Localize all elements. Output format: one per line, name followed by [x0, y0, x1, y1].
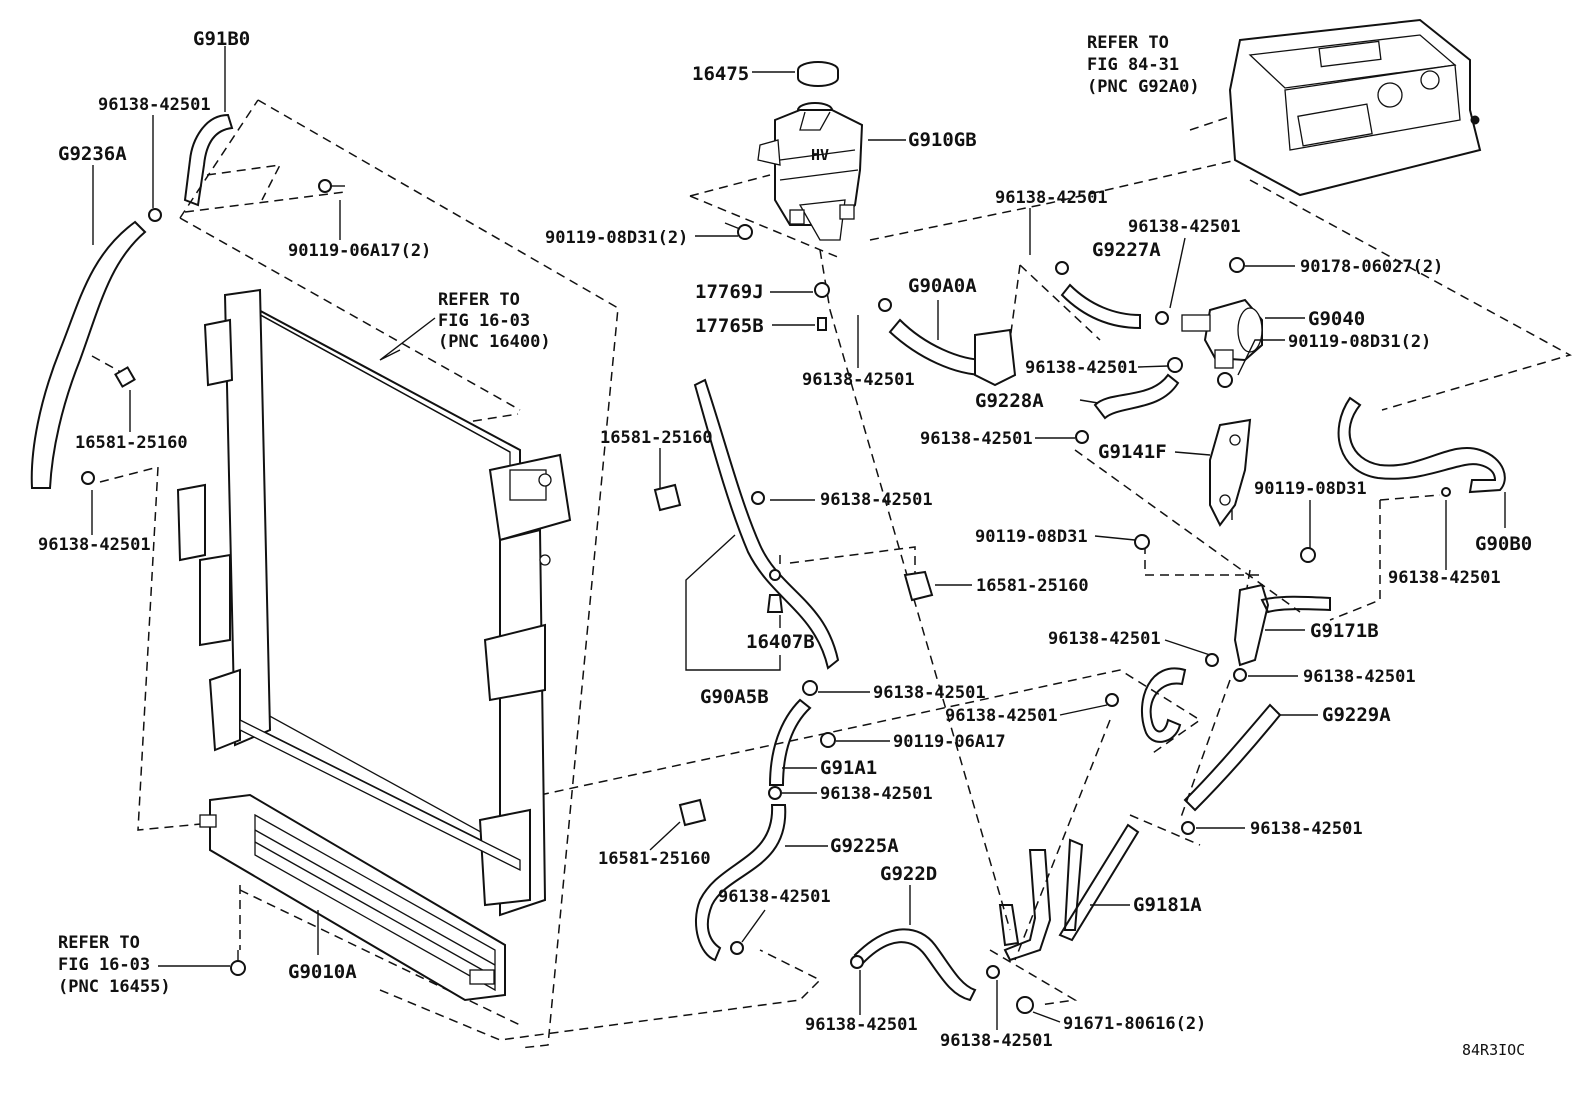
- label-clamp-g91a1-bottom[interactable]: 96138-42501: [820, 784, 933, 804]
- label-clamp-g9141[interactable]: 96138-42501: [920, 429, 1033, 449]
- label-refer-1603-b-l3: (PNC 16455): [58, 977, 171, 997]
- label-refer-8431-l1: REFER TO: [1087, 33, 1169, 53]
- label-g9040[interactable]: G9040: [1308, 308, 1365, 330]
- small-fittings: [81, 179, 1451, 1014]
- label-g9225a[interactable]: G9225A: [830, 835, 899, 857]
- tank-hv-mark: HV: [811, 146, 829, 164]
- label-g91b0[interactable]: G91B0: [193, 28, 250, 50]
- label-g9010a[interactable]: G9010A: [288, 961, 357, 983]
- inverter-assembly: [1228, 18, 1482, 197]
- label-clamp-g9225[interactable]: 96138-42501: [718, 887, 831, 907]
- label-refer-1603-b-l2[interactable]: FIG 16-03: [58, 955, 150, 975]
- lower-radiator-g9010a: [199, 793, 506, 1002]
- label-clamp-tank[interactable]: 96138-42501: [802, 370, 915, 390]
- bracket-g9141f: [1209, 418, 1252, 527]
- water-pump-g9040: [1181, 298, 1263, 369]
- label-g90a0a[interactable]: G90A0A: [908, 275, 977, 297]
- label-clamp-loop[interactable]: 96138-42501: [945, 706, 1058, 726]
- label-g9171b[interactable]: G9171B: [1310, 620, 1379, 642]
- part-labels: G91B0 96138-42501 G9236A 90119-06A17(2) …: [38, 28, 1532, 1059]
- label-g9141f[interactable]: G9141F: [1098, 441, 1167, 463]
- label-refer-8431-l2[interactable]: FIG 84-31: [1087, 55, 1179, 75]
- label-clamp-g9229[interactable]: 96138-42501: [1250, 819, 1363, 839]
- label-refer-1603-a-l2[interactable]: FIG 16-03: [438, 311, 530, 331]
- label-refer-1603-a-l1: REFER TO: [438, 290, 520, 310]
- label-clip-16581-mid[interactable]: 16581-25160: [976, 576, 1089, 596]
- label-clip-left[interactable]: 16581-25160: [75, 433, 188, 453]
- diagram-code: 84R3IOC: [1462, 1041, 1525, 1059]
- label-g9236a[interactable]: G9236A: [58, 143, 127, 165]
- label-clip-center[interactable]: 16581-25160: [600, 428, 713, 448]
- label-bolt-08d31-b[interactable]: 90119-08D31: [975, 527, 1088, 547]
- label-refer-1603-b-l1: REFER TO: [58, 933, 140, 953]
- label-g922d[interactable]: G922D: [880, 863, 937, 885]
- label-plug-17765b[interactable]: 17765B: [695, 315, 764, 337]
- label-clamp-g91a1-top[interactable]: 96138-42501: [873, 683, 986, 703]
- label-g91a1[interactable]: G91A1: [820, 757, 877, 779]
- label-clamp-mid-right[interactable]: 96138-42501: [1025, 358, 1138, 378]
- label-clamp-center[interactable]: 96138-42501: [820, 490, 933, 510]
- label-cap-16475[interactable]: 16475: [692, 63, 749, 85]
- label-bolt-08d31-2-a[interactable]: 90119-08D31(2): [545, 228, 688, 248]
- label-clamp-bottom-a[interactable]: 96138-42501: [805, 1015, 918, 1035]
- label-bolt-08d31-2-b[interactable]: 90119-08D31(2): [1288, 332, 1431, 352]
- label-clamp-g9227-left[interactable]: 96138-42501: [995, 188, 1108, 208]
- radiator-assembly: [176, 288, 572, 917]
- label-bolt-06a17-2[interactable]: 90119-06A17(2): [288, 241, 431, 261]
- label-bolt-08d31-a[interactable]: 90119-08D31: [1254, 479, 1367, 499]
- label-clamp-g9171-right[interactable]: 96138-42501: [1303, 667, 1416, 687]
- label-bolt-80616-2[interactable]: 91671-80616(2): [1063, 1014, 1206, 1034]
- leader-lines: [91, 46, 1506, 1030]
- label-refer-1603-a-l3: (PNC 16400): [438, 332, 551, 352]
- label-g90b0[interactable]: G90B0: [1475, 533, 1532, 555]
- hoses: [30, 113, 1506, 1002]
- label-plug-17769j[interactable]: 17769J: [695, 281, 764, 303]
- reservoir-tank-g910gb: HV: [757, 61, 864, 241]
- label-clamp-bottom-b[interactable]: 96138-42501: [940, 1031, 1053, 1051]
- label-clip-lower[interactable]: 16581-25160: [598, 849, 711, 869]
- label-clamp-top-left[interactable]: 96138-42501: [98, 95, 211, 115]
- label-g90a5b[interactable]: G90A5B: [700, 686, 769, 708]
- label-nut-06027-2[interactable]: 90178-06027(2): [1300, 257, 1443, 277]
- label-g9181a[interactable]: G9181A: [1133, 894, 1202, 916]
- label-g9227a[interactable]: G9227A: [1092, 239, 1161, 261]
- label-clamp-g9227-right[interactable]: 96138-42501: [1128, 217, 1241, 237]
- label-clamp-g9171-left[interactable]: 96138-42501: [1048, 629, 1161, 649]
- label-refer-8431-l3: (PNC G92A0): [1087, 77, 1200, 97]
- label-g9229a[interactable]: G9229A: [1322, 704, 1391, 726]
- label-clamp-g90b0[interactable]: 96138-42501: [1388, 568, 1501, 588]
- label-g9228a[interactable]: G9228A: [975, 390, 1044, 412]
- label-g910gb[interactable]: G910GB: [908, 129, 977, 151]
- label-bolt-06a17[interactable]: 90119-06A17: [893, 732, 1006, 752]
- label-plug-16407b[interactable]: 16407B: [746, 631, 815, 653]
- label-clamp-left-lower[interactable]: 96138-42501: [38, 535, 151, 555]
